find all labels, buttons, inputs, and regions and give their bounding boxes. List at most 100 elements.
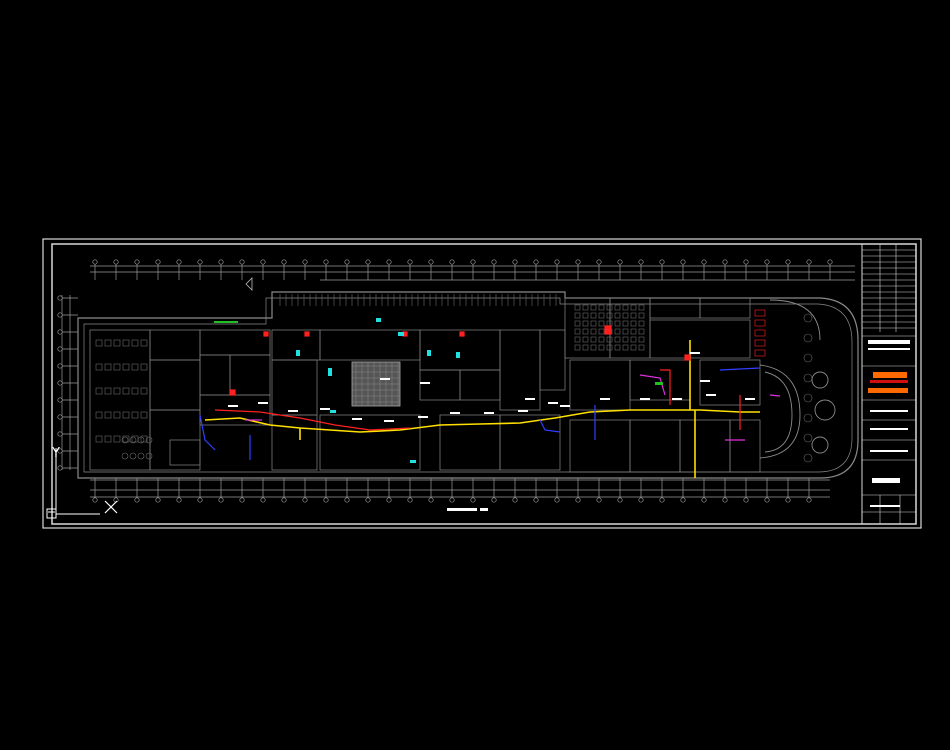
furniture-desk: [590, 304, 597, 311]
furniture-table: [129, 452, 137, 460]
furniture-table: [145, 452, 153, 460]
annotation-label: [384, 420, 394, 422]
grid-bubble: [239, 259, 245, 265]
furniture-desk: [590, 344, 597, 351]
furniture-seat: [95, 339, 103, 347]
grid-bubble: [57, 448, 63, 454]
grid-bubble: [659, 259, 665, 265]
grid-bubble: [743, 497, 749, 503]
building-outline: [77, 291, 859, 479]
furniture-table: [145, 436, 153, 444]
annotation-label: [525, 398, 535, 400]
grid-bubble: [575, 259, 581, 265]
grid-bubble: [57, 380, 63, 386]
grid-bubble: [449, 259, 455, 265]
grid-bubble: [407, 259, 413, 265]
grid-bubble: [533, 497, 539, 503]
furniture-table: [137, 436, 145, 444]
grid-bubble: [57, 295, 63, 301]
room: [569, 359, 631, 411]
furniture-desk: [614, 344, 621, 351]
bottom-grid-axis: [90, 478, 830, 503]
furniture-seat: [122, 339, 130, 347]
furniture-desk: [606, 312, 613, 319]
grid-bubble: [407, 497, 413, 503]
grid-bubble: [575, 497, 581, 503]
annotation-label: [258, 402, 268, 404]
furniture-seat: [140, 339, 148, 347]
grid-bubble: [57, 431, 63, 437]
furniture-desk: [582, 336, 589, 343]
grid-bubble: [785, 497, 791, 503]
column-circle: [803, 413, 813, 423]
crosshair-cursor-icon: [104, 500, 118, 514]
grid-bubble: [827, 259, 833, 265]
annotation-label: [745, 398, 755, 400]
furniture-seat: [131, 387, 139, 395]
grid-bubble: [155, 259, 161, 265]
grid-bubble: [302, 497, 308, 503]
furniture-seat: [122, 435, 130, 443]
furniture-seat: [113, 339, 121, 347]
room: [649, 297, 701, 319]
furniture-desk: [622, 320, 629, 327]
furniture-desk: [606, 336, 613, 343]
annotation-label: [320, 408, 330, 410]
room: [149, 329, 201, 361]
furniture-seat: [140, 411, 148, 419]
furniture-desk: [598, 304, 605, 311]
grid-bubble: [470, 497, 476, 503]
pipe-main-yellow: [204, 340, 760, 478]
furniture-desk: [598, 344, 605, 351]
furniture-desk: [638, 336, 645, 343]
east-curved-wing: [759, 299, 836, 459]
grid-bubble: [57, 329, 63, 335]
annotation-label: [700, 380, 710, 382]
grid-bubble: [743, 259, 749, 265]
furniture-desk: [622, 312, 629, 319]
grid-bubble: [764, 259, 770, 265]
grid-bubble: [344, 497, 350, 503]
grid-bubble: [617, 497, 623, 503]
furniture-seat: [95, 363, 103, 371]
furniture-seat: [104, 363, 112, 371]
grid-bubble: [218, 259, 224, 265]
grid-bubble: [680, 259, 686, 265]
room: [699, 297, 751, 319]
grid-bubble: [260, 259, 266, 265]
furniture-seat: [122, 387, 130, 395]
room: [229, 354, 271, 396]
grid-bubble: [554, 259, 560, 265]
furniture-desk: [630, 336, 637, 343]
column-circle: [803, 393, 813, 403]
furniture-seat: [113, 435, 121, 443]
grid-bubble: [806, 497, 812, 503]
annotation-label: [548, 402, 558, 404]
furniture-seat: [131, 339, 139, 347]
annotation-label: [228, 405, 238, 407]
furniture-desk: [598, 336, 605, 343]
furniture-table: [129, 436, 137, 444]
grid-bubble: [722, 259, 728, 265]
top-grid-axis: [90, 259, 855, 281]
grid-bubble: [176, 259, 182, 265]
grid-bubble: [806, 259, 812, 265]
furniture-seat: [113, 363, 121, 371]
furniture-seat: [122, 363, 130, 371]
grid-bubble: [512, 259, 518, 265]
grid-bubble: [491, 497, 497, 503]
furniture-table: [137, 452, 145, 460]
grid-bubble: [57, 363, 63, 369]
furniture-seat: [131, 411, 139, 419]
grid-bubble: [281, 497, 287, 503]
furniture-desk: [614, 312, 621, 319]
furniture-desk: [606, 344, 613, 351]
grid-bubble: [512, 497, 518, 503]
grid-bubble: [176, 497, 182, 503]
grid-bubble: [680, 497, 686, 503]
north-marker-icon: [245, 277, 253, 291]
furniture-desk: [574, 304, 581, 311]
accent-marks: [214, 318, 663, 463]
furniture-seat: [95, 387, 103, 395]
